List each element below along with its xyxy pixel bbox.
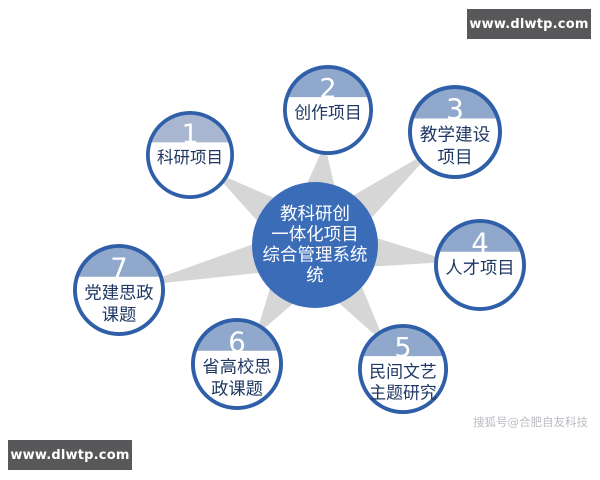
node-number-cap-1	[149, 112, 231, 143]
node-ring-6	[191, 318, 283, 411]
attribution-text: 搜狐号@合肥自友科技	[473, 415, 588, 429]
node-ring-5	[358, 324, 449, 415]
node-number-cap-6	[194, 319, 280, 351]
node-ring-2	[283, 64, 374, 156]
watermark-bottom-left: www.dlwtp.com	[8, 440, 132, 470]
node-ring-7	[73, 244, 165, 336]
watermark-top-right: www.dlwtp.com	[467, 9, 591, 39]
node-number-cap-7	[76, 245, 162, 277]
node-number-cap-3	[412, 86, 498, 119]
node-number-cap-5	[361, 325, 445, 357]
connector-spoke-4	[369, 236, 436, 267]
node-number-cap-4	[437, 220, 523, 252]
connector-spoke-3	[349, 158, 422, 221]
node-number-cap-2	[286, 66, 370, 98]
hub-body[interactable]	[252, 182, 378, 308]
connector-spoke-7	[162, 243, 263, 284]
node-ring-1	[145, 110, 234, 199]
connector-spoke-2	[305, 153, 336, 190]
node-ring-4	[434, 219, 527, 311]
node-ring-3	[407, 84, 502, 179]
